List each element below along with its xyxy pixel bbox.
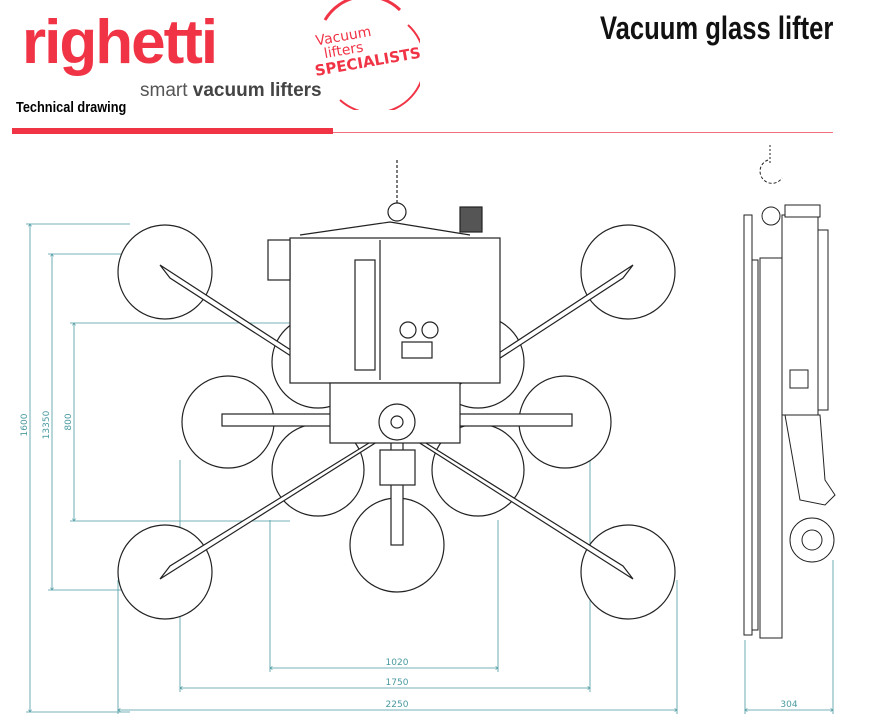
dim-height-inner: 800 — [64, 413, 74, 430]
tagline-bold: vacuum lifters — [192, 80, 322, 101]
specialists-badge: Vacuum lifters SPECIALISTS — [313, 0, 420, 110]
dimension-lines — [26, 224, 833, 714]
dim-width-inner: 1020 — [386, 658, 409, 668]
main-frame — [267, 160, 501, 486]
tagline-light: smart — [140, 80, 188, 101]
dim-height-total: 1600 — [20, 413, 30, 436]
brand-tagline: smart vacuum lifters — [140, 80, 322, 102]
header-divider-thin — [333, 132, 833, 133]
dim-side-depth: 304 — [780, 700, 797, 710]
side-view — [743, 145, 836, 639]
dim-width-mid: 1750 — [386, 678, 409, 688]
header-divider-thick — [12, 128, 333, 134]
section-subtitle: Technical drawing — [16, 99, 127, 116]
dim-width-total: 2250 — [386, 700, 409, 710]
front-view — [117, 160, 676, 620]
dim-height-outer-pads: 13350 — [42, 410, 52, 439]
badge-line-2: lifters — [323, 40, 365, 63]
page-title: Vacuum glass lifter — [600, 10, 834, 46]
brand-logo: righetti — [22, 8, 218, 77]
